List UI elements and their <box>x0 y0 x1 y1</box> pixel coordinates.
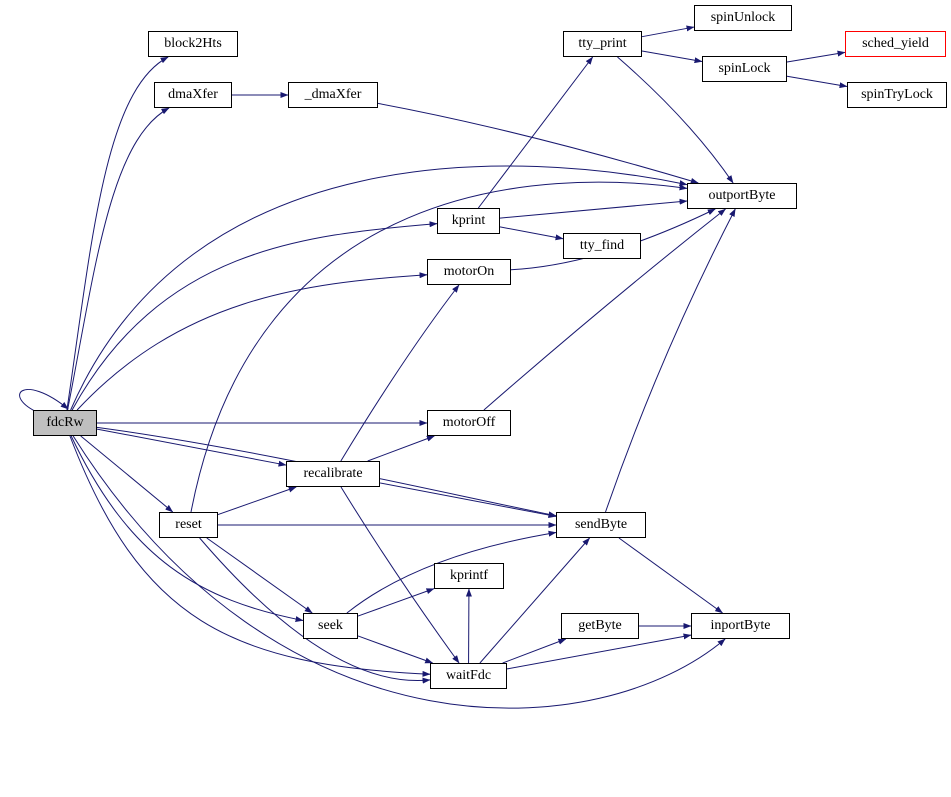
edge-seek-to-waitFdc <box>357 635 434 664</box>
edge-waitFdc-to-getByte <box>502 638 567 664</box>
edge-fdcRw-to-motorOn <box>76 272 428 411</box>
edge-fdcRw-to-inportByte <box>72 435 726 709</box>
edge-fdcRw-to-kprint <box>71 221 438 411</box>
edge-reset-to-recalibrate <box>217 486 297 516</box>
node-motorOff[interactable]: motorOff <box>427 410 511 436</box>
edge-spinLock-to-sched_yield <box>786 50 846 63</box>
node-kprintf[interactable]: kprintf <box>434 563 504 589</box>
node-sendByte[interactable]: sendByte <box>556 512 646 538</box>
edge-recalibrate-to-sendByte <box>379 482 557 518</box>
node-waitFdc[interactable]: waitFdc <box>430 663 507 689</box>
edge-waitFdc-to-inportByte <box>506 633 692 670</box>
node-dmaXfer[interactable]: dmaXfer <box>154 82 232 108</box>
edge-reset-to-waitFdc <box>199 537 431 684</box>
node-spinLock[interactable]: spinLock <box>702 56 787 82</box>
edge-tty_print-to-spinUnlock <box>641 25 695 38</box>
edge-kprint-to-tty_find <box>499 226 564 241</box>
edge-waitFdc-to-sendByte <box>479 537 590 664</box>
edge-tty_print-to-spinLock <box>641 50 703 64</box>
node-reset[interactable]: reset <box>159 512 218 538</box>
edge-kprint-to-outportByte <box>499 198 688 219</box>
edge-sendByte-to-inportByte <box>618 537 723 614</box>
node-motorOn[interactable]: motorOn <box>427 259 511 285</box>
edge-spinLock-to-spinTryLock <box>786 75 848 89</box>
edge-fdcRw-to-reset <box>80 435 174 513</box>
edge-fdcRw-to-outportByte <box>70 165 688 411</box>
node-spinTryLock[interactable]: spinTryLock <box>847 82 947 108</box>
node-getByte[interactable]: getByte <box>561 613 639 639</box>
node-_dmaXfer[interactable]: _dmaXfer <box>288 82 378 108</box>
edges-group <box>19 25 848 709</box>
node-fdcRw[interactable]: fdcRw <box>33 410 97 436</box>
edge-fdcRw-to-dmaXfer <box>67 107 170 411</box>
edge-kprint-to-tty_print <box>477 56 594 209</box>
edge-fdcRw-to-recalibrate <box>96 428 287 467</box>
node-outportByte[interactable]: outportByte <box>687 183 797 209</box>
node-sched_yield[interactable]: sched_yield <box>845 31 946 57</box>
node-tty_print[interactable]: tty_print <box>563 31 642 57</box>
node-recalibrate[interactable]: recalibrate <box>286 461 380 487</box>
node-inportByte[interactable]: inportByte <box>691 613 790 639</box>
edge-reset-to-seek <box>206 537 313 614</box>
edge-_dmaXfer-to-outportByte <box>377 102 699 184</box>
node-tty_find[interactable]: tty_find <box>563 233 641 259</box>
node-seek[interactable]: seek <box>303 613 358 639</box>
node-kprint[interactable]: kprint <box>437 208 500 234</box>
edge-fdcRw-to-block2Hts <box>66 56 169 411</box>
node-block2Hts[interactable]: block2Hts <box>148 31 238 57</box>
node-spinUnlock[interactable]: spinUnlock <box>694 5 792 31</box>
edge-seek-to-kprintf <box>357 588 435 617</box>
edge-recalibrate-to-motorOff <box>367 435 435 462</box>
